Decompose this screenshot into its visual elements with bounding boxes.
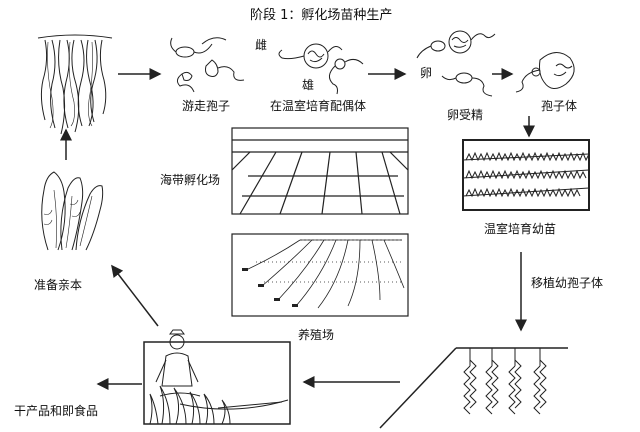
harvest-scene-icon (143, 329, 291, 425)
diagram-title: 阶段 1：孵化场苗种生产 (250, 8, 393, 23)
label-transplant: 移植幼孢子体 (531, 276, 604, 290)
label-fertilized-egg: 卵受精 (447, 108, 484, 122)
parent-kelp-icon (41, 171, 104, 251)
kelp-blades-icon (37, 34, 113, 135)
label-farm: 养殖场 (298, 328, 335, 342)
kelp-ropes-icon (379, 347, 568, 429)
label-hatchery: 海带孵化场 (160, 173, 221, 187)
gametophytes-icon (278, 43, 364, 95)
label-swimming-spores: 游走孢子 (182, 99, 231, 113)
farm-ropes-icon (231, 233, 409, 317)
hatchery-building-icon (231, 127, 409, 215)
label-female: 雌 (255, 38, 268, 52)
label-male: 雄 (302, 78, 315, 92)
label-greenhouse-seedlings: 温室培育幼苗 (484, 222, 557, 236)
label-dry-products: 干产品和即食品 (14, 404, 99, 418)
label-sporophyte: 孢子体 (541, 99, 578, 113)
swimming-spores-icon (170, 37, 245, 93)
egg-fertilization-icon (416, 30, 496, 97)
sporophyte-icon (515, 52, 575, 93)
label-parent-prep: 准备亲本 (34, 278, 83, 292)
label-egg: 卵 (420, 66, 433, 80)
greenhouse-seedlings-icon (462, 139, 590, 211)
label-greenhouse-gametophyte: 在温室培育配偶体 (270, 99, 367, 113)
